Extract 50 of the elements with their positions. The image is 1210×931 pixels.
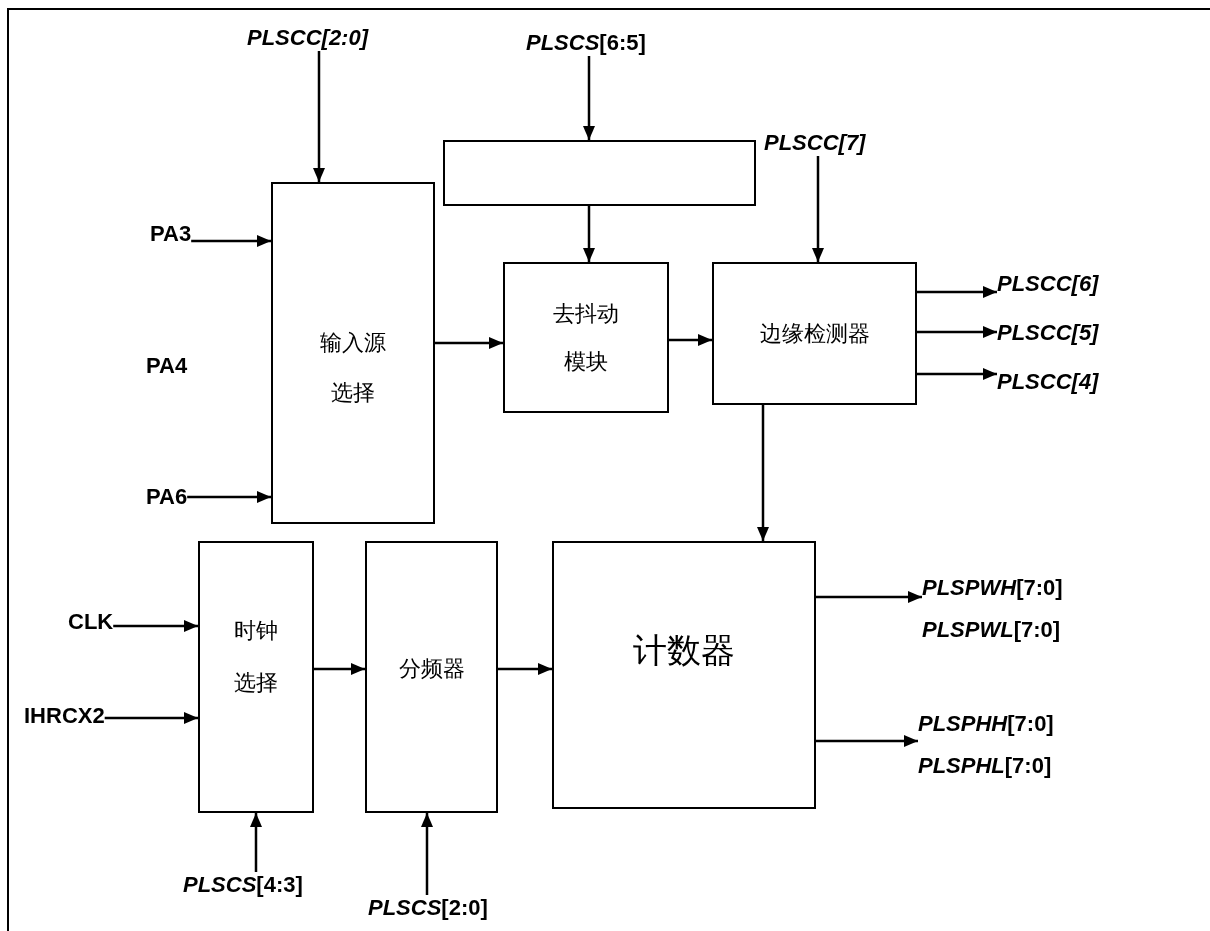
signal-label: PLSCC[2:0] [247,25,368,51]
signal-label: PLSPHH[7:0] [918,710,1054,738]
arrow [816,735,918,747]
block-box [443,140,756,206]
arrow [757,405,769,541]
signal-label: PLSCC[6] [997,271,1099,297]
block-box [712,262,917,405]
block-label: 输入源选择 [319,329,387,407]
block-box [365,541,498,813]
signal-label: PLSCC[7] [764,130,866,156]
signal-label: IHRCX2 [24,703,105,729]
block-box [271,182,435,524]
arrow [314,663,365,675]
arrow [187,491,271,503]
pin-label: PA4 [146,353,188,379]
block-box [503,262,669,413]
signal-label: PLSCS[2:0] [368,895,488,921]
signal-label: PLSCS[4:3] [183,872,303,898]
signal-label: PA6 [146,484,188,510]
arrow [917,368,997,380]
arrow [435,337,503,349]
arrow [313,51,325,182]
signal-label: PA3 [150,221,192,247]
arrow [421,813,433,895]
arrow [498,663,552,675]
arrow [583,56,595,140]
arrow [917,326,997,338]
arrow [191,235,271,247]
arrow [917,286,997,298]
signal-label: PLSCC[4] [997,369,1099,395]
arrow [816,591,922,603]
signal-label: PLSCC[5] [997,320,1099,346]
arrow [104,712,198,724]
block-box [198,541,314,813]
signal-label: PLSCS[6:5] [526,30,646,56]
block-label: 计数器 [633,630,735,670]
signal-label: PLSPWH[7:0] [922,574,1063,602]
block-label: 去抖动模块 [552,299,620,376]
signal-label: PLSPWL[7:0] [922,616,1062,644]
block-label: 时钟选择 [233,617,279,697]
arrow [250,813,262,872]
block-label: 分频器 [398,655,465,683]
arrow [113,620,198,632]
block-label: 边缘检测器 [759,319,870,348]
arrow [812,156,824,262]
arrow [669,334,712,346]
block-box [552,541,816,809]
arrow [583,206,595,262]
signal-label: CLK [68,609,114,635]
signal-label: PLSPHL[7:0] [918,752,1053,780]
